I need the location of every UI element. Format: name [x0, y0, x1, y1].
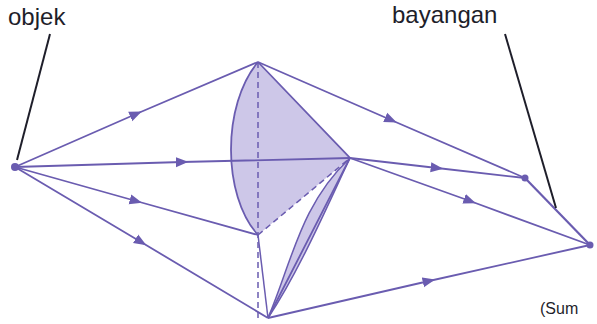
image-line: [525, 178, 590, 245]
ray: [15, 167, 258, 235]
lens-outline: [258, 62, 350, 318]
lens-curve: [231, 62, 258, 235]
ray: [268, 245, 590, 318]
object-point: [11, 163, 19, 171]
object-label: objek: [8, 4, 65, 30]
lens: [231, 62, 350, 318]
image-label: bayangan: [392, 2, 497, 28]
lens-section: [258, 158, 350, 235]
ray: [15, 167, 268, 318]
image-point: [587, 242, 594, 249]
lens-axis: [257, 62, 259, 318]
ray: [15, 62, 258, 167]
rays: [15, 62, 590, 318]
lens-face: [231, 62, 350, 235]
source-note: (Sum: [540, 300, 578, 318]
ray: [258, 62, 525, 178]
ray: [15, 158, 350, 167]
leader-line: [17, 34, 50, 160]
image-point: [522, 175, 529, 182]
lens-lower: [258, 235, 268, 318]
leader-line: [505, 34, 556, 208]
